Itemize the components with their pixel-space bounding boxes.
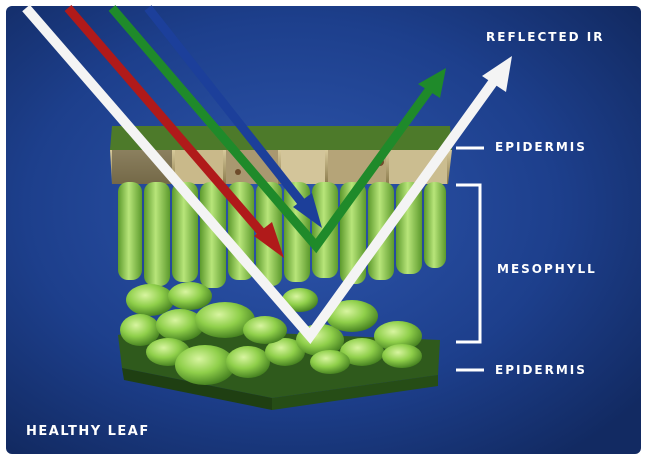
- mesophyll-label: MESOPHYLL: [497, 262, 597, 276]
- epidermis-top-label: EPIDERMIS: [495, 140, 587, 154]
- epidermis-bottom-label: EPIDERMIS: [495, 363, 587, 377]
- reflected-ir-label: REFLECTED IR: [486, 30, 605, 44]
- healthy-leaf-title: HEALTHY LEAF: [26, 424, 150, 439]
